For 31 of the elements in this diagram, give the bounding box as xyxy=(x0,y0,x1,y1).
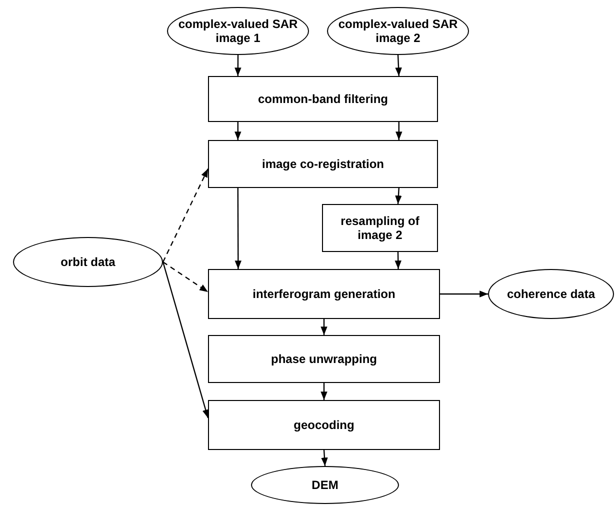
arrow xyxy=(440,290,488,298)
node-label: DEM xyxy=(310,478,340,492)
arrow xyxy=(395,54,402,76)
arrow xyxy=(234,55,242,76)
process-box xyxy=(208,140,438,188)
node-label: complex-valued SAR image 1 xyxy=(177,17,299,45)
node-label: interferogram generation xyxy=(252,287,396,301)
arrow xyxy=(320,383,328,400)
node-label: common-band filtering xyxy=(257,92,389,106)
process-box xyxy=(208,400,440,450)
node-label: complex-valued SAR image 2 xyxy=(337,17,459,45)
arrow xyxy=(162,168,209,262)
process-box xyxy=(208,76,438,122)
arrow xyxy=(162,262,208,292)
node-label: phase unwrapping xyxy=(270,352,378,366)
process-box xyxy=(322,204,438,252)
arrow xyxy=(234,188,242,269)
arrow xyxy=(320,319,328,335)
arrow xyxy=(321,450,328,466)
node-label: orbit data xyxy=(60,255,116,269)
node-label: image co-registration xyxy=(260,157,386,171)
process-box xyxy=(208,269,440,319)
arrow xyxy=(394,252,402,269)
arrow xyxy=(396,122,402,140)
node-label: coherence data xyxy=(506,287,596,301)
node-label: resampling of image 2 xyxy=(340,214,420,242)
arrow xyxy=(395,188,402,204)
node-label: geocoding xyxy=(292,418,356,432)
process-box xyxy=(208,335,440,383)
arrow xyxy=(162,262,209,418)
arrow xyxy=(234,122,242,140)
